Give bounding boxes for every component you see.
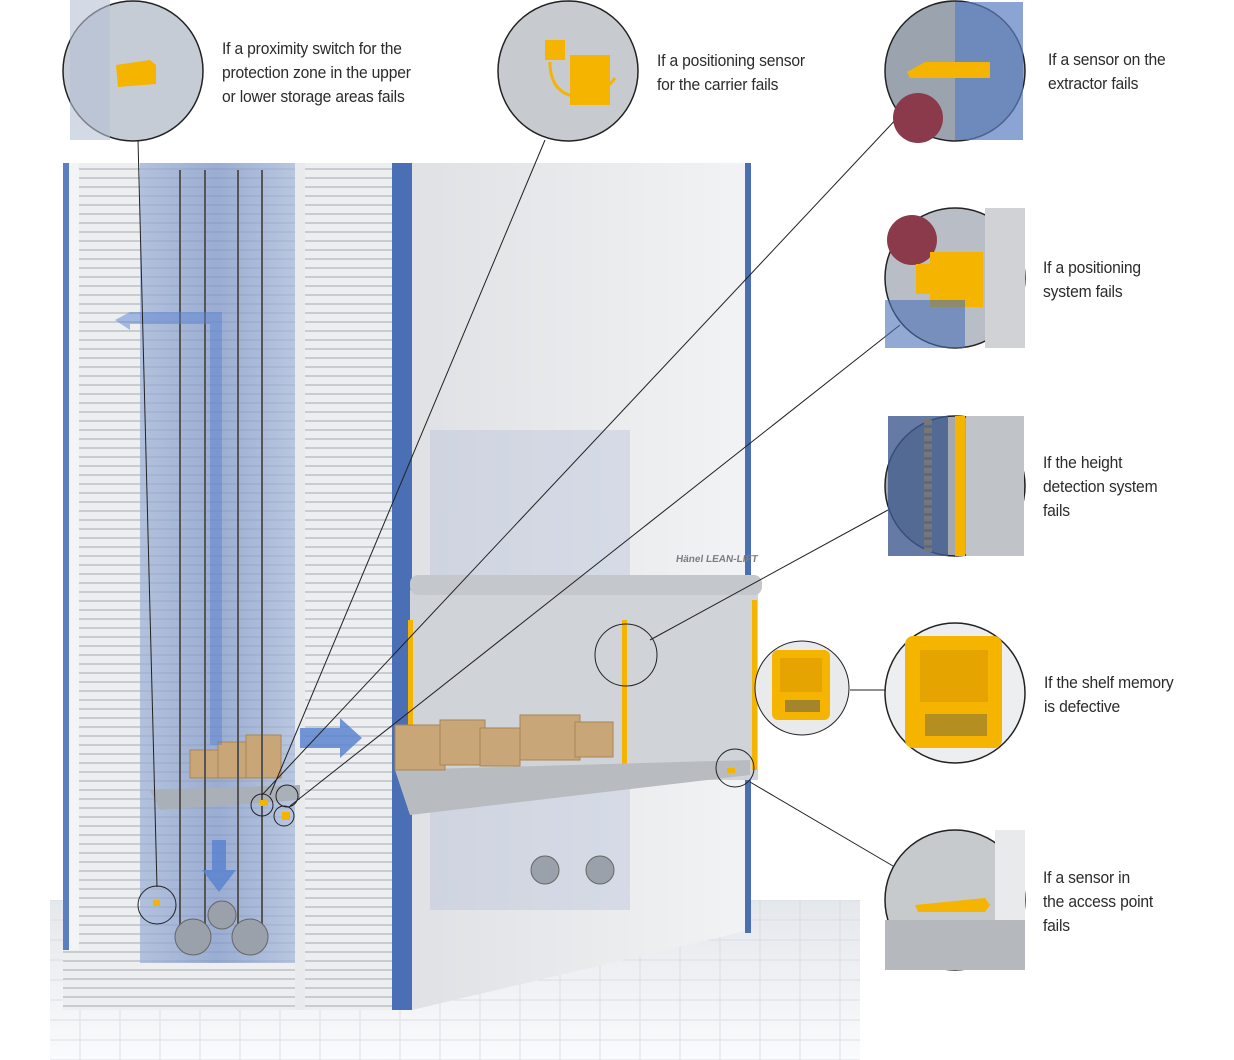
detail-circle-3 — [884, 0, 1026, 143]
detail-circle-7 — [884, 829, 1026, 971]
callout-shelf-memory: If the shelf memory is defective — [1044, 673, 1174, 716]
detail-circle-6 — [884, 622, 1026, 764]
callout-height-detection: If the height detection system fails — [1043, 453, 1158, 520]
detail-markers — [137, 623, 755, 925]
gears — [174, 855, 615, 956]
chains — [179, 170, 263, 930]
detail-circle-1 — [62, 0, 204, 142]
shelf-memory-small-circle — [754, 640, 850, 736]
callout-extractor-sensor: If a sensor on the extractor fails — [1048, 50, 1166, 93]
callout-proximity-switch: If a proximity switch for the protection… — [222, 39, 411, 106]
callout-positioning-system: If a positioning system fails — [1043, 258, 1141, 301]
detail-circle-2 — [497, 0, 639, 142]
detail-circle-5 — [884, 415, 1026, 557]
tray — [395, 760, 750, 815]
detail-circle-4 — [884, 207, 1026, 349]
leader-lines — [137, 114, 901, 888]
brand-logo: Hänel LEAN-LIFT — [675, 554, 759, 565]
motion-arrows — [115, 312, 362, 892]
boxes — [189, 714, 614, 779]
callout-carrier-positioning-sensor: If a positioning sensor for the carrier … — [657, 51, 805, 94]
callout-access-point-sensor: If a sensor in the access point fails — [1043, 868, 1154, 935]
access-canopy — [410, 575, 762, 595]
